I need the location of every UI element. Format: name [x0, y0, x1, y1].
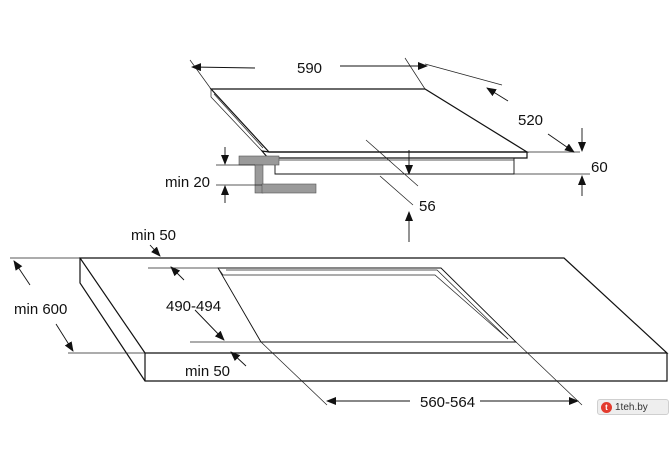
- dim-label-590: 590: [297, 60, 322, 77]
- dim-label-min-50-front: min 50: [185, 363, 230, 380]
- dim-520: [424, 63, 580, 153]
- dim-min-600: [10, 257, 145, 354]
- dim-label-min-50-back: min 50: [131, 227, 176, 244]
- dim-min-50-front: [230, 351, 247, 367]
- dim-56: [365, 139, 419, 242]
- dim-label-min-600: min 600: [14, 301, 67, 318]
- mounting-clip: [238, 155, 317, 194]
- site-watermark: t 1teh.by: [597, 399, 669, 415]
- dim-label-min-20: min 20: [165, 174, 210, 191]
- dim-min-20: [216, 147, 262, 203]
- dim-min-50-back: [148, 244, 218, 281]
- dim-label-560-564: 560-564: [420, 394, 475, 411]
- dim-490-494: [190, 309, 261, 343]
- dim-60: [514, 128, 590, 196]
- dim-label-490-494: 490-494: [166, 298, 221, 315]
- dim-label-56: 56: [419, 198, 436, 215]
- worktop-drawing: [78, 257, 669, 382]
- dim-560-564: [260, 341, 583, 406]
- watermark-text: 1teh.by: [615, 401, 648, 413]
- dim-label-60: 60: [591, 159, 608, 176]
- dim-label-520: 520: [518, 112, 543, 129]
- watermark-logo-icon: t: [601, 401, 612, 413]
- dim-590: [189, 57, 428, 90]
